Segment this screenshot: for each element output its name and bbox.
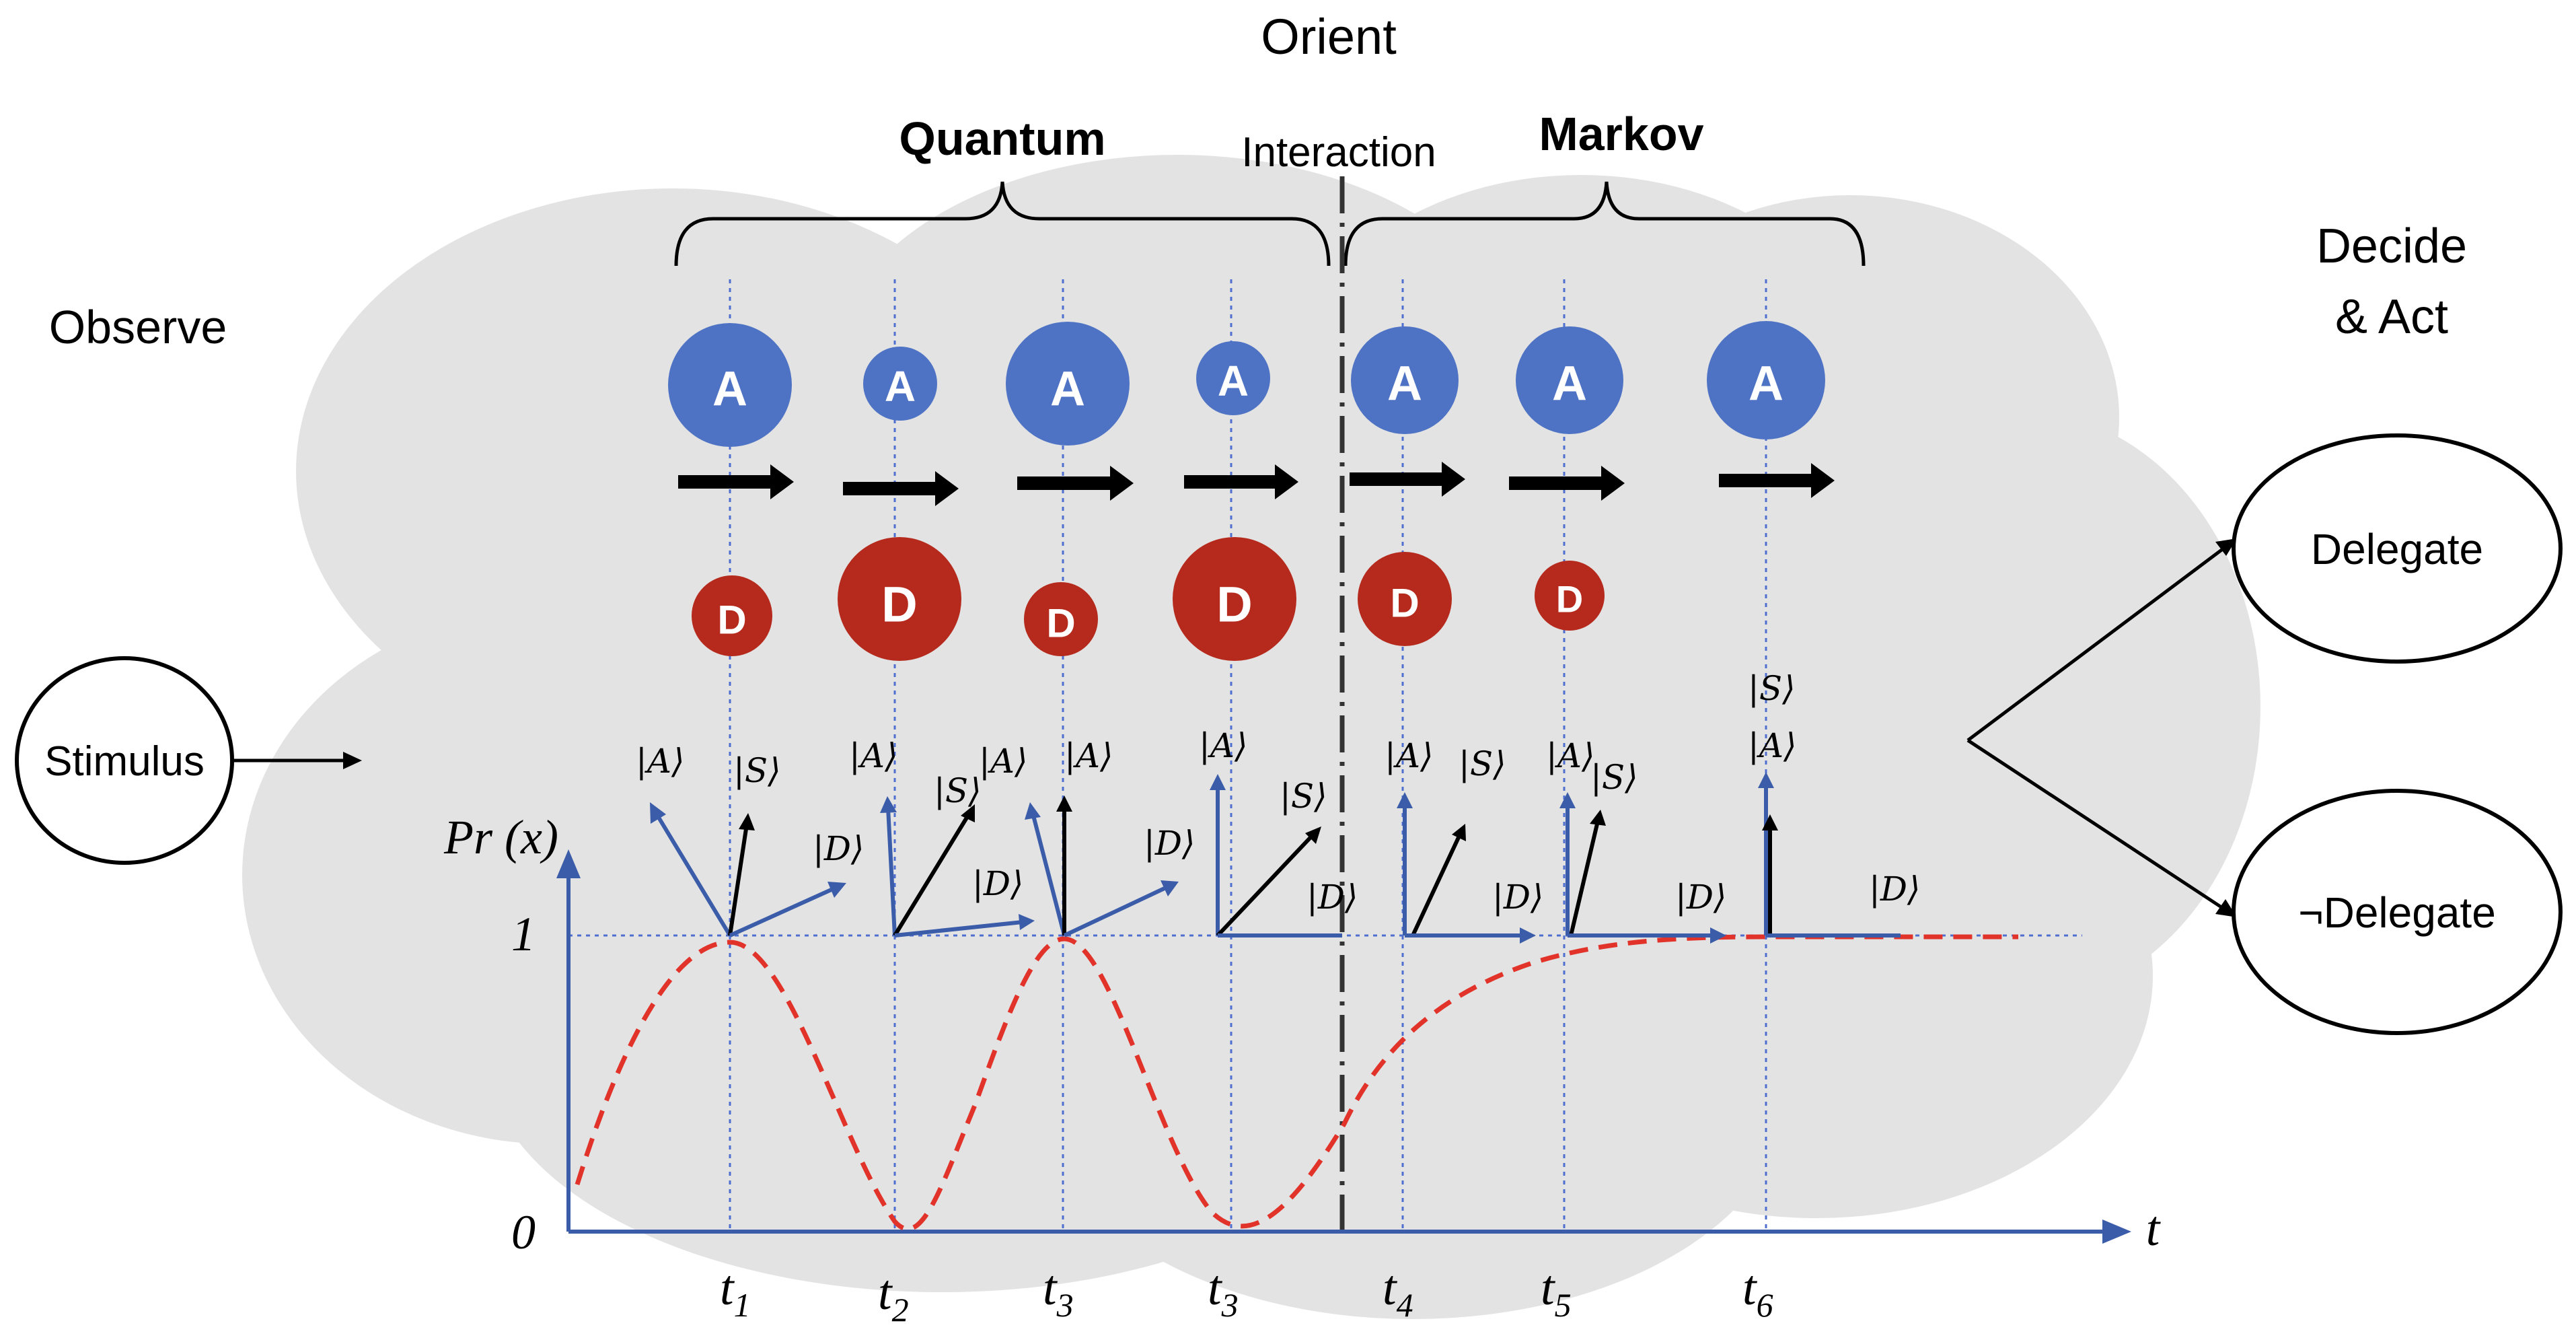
d-circle: D [1535,561,1605,631]
ket-d: |D⟩ [813,829,864,868]
a-circle: A [668,323,792,447]
vector-diagram-t3b: |A⟩ |S⟩ |D⟩ [1199,726,1358,938]
ket-s: |S⟩ [1748,669,1796,708]
interaction-label: Interaction [1241,129,1436,176]
a-circle: A [1196,341,1270,415]
time-label: t3 [1208,1261,1239,1324]
transition-arrow [1184,464,1298,499]
observe-heading: Observe [49,301,227,353]
d-circle: D [1173,537,1296,661]
vector-diagram-t5: |A⟩ |S⟩ |D⟩ [1546,736,1726,944]
decide-heading-line1: Decide [2316,219,2467,273]
ket-s: |S⟩ [733,751,781,790]
markov-label: Markov [1539,108,1703,160]
ket-a: |A⟩ [1748,726,1796,765]
orient-heading: Orient [1261,9,1397,65]
quantum-label: Quantum [899,112,1105,165]
y-tick-1: 1 [511,907,536,961]
svg-text:A: A [1749,357,1783,411]
vector-diagram-t6: |S⟩ |A⟩ |D⟩ [1748,669,1920,938]
a-circle: A [863,347,937,421]
ket-d: |D⟩ [1144,824,1195,863]
a-circle: A [1516,326,1623,434]
time-label: t1 [720,1261,751,1324]
time-label: t6 [1742,1261,1773,1324]
ket-d: |D⟩ [1307,878,1358,917]
y-tick-0: 0 [511,1205,536,1259]
time-label: t4 [1383,1261,1413,1324]
svg-text:A: A [1387,357,1422,411]
svg-text:D: D [1216,577,1252,633]
svg-text:D: D [1390,581,1419,626]
probability-curve [575,934,2018,1232]
ket-d: |D⟩ [1675,878,1726,917]
orient-cloud [242,155,2260,1319]
svg-text:A: A [712,362,747,416]
stimulus-label: Stimulus [44,738,205,785]
transition-arrow [1017,466,1134,501]
axes [556,849,2131,1244]
ket-a: |A⟩ [1199,726,1247,765]
svg-text:D: D [1046,601,1075,646]
stimulus-arrow [232,752,362,769]
transition-arrow [843,471,959,506]
ket-s: |S⟩ [934,771,982,810]
transition-arrow [1350,462,1465,497]
time-labels: t1 t2 t3 t3 t4 t5 t6 [720,1261,1773,1329]
transition-arrow [1719,463,1835,498]
transition-arrows [678,462,1835,506]
vector-diagram-t2: |A⟩ |S⟩ |D⟩ [849,736,1035,938]
ket-s: |S⟩ [1590,758,1638,797]
ket-d: |D⟩ [1869,870,1920,909]
vector-diagram-t1: |A⟩ |S⟩ |D⟩ [636,742,864,938]
ket-a: |A⟩ [636,742,684,781]
d-circle: D [1358,552,1452,646]
d-circle: D [692,575,772,656]
decision-arrows [1966,538,2237,917]
a-circle: A [1351,326,1459,434]
ket-a: |A⟩ [1546,736,1594,775]
ket-d: |D⟩ [972,864,1023,903]
d-circle: D [1024,582,1098,656]
ket-a-2: |A⟩ [1064,736,1113,775]
svg-text:D: D [1556,578,1583,621]
transition-arrow [678,464,794,499]
stimulus-node: Stimulus [15,656,234,865]
decide-heading-line2: & Act [2335,290,2448,344]
transition-arrow [1509,466,1625,501]
svg-text:D: D [717,598,746,643]
ket-a: |A⟩ [849,736,897,775]
vector-diagram-t3: |A⟩ |A⟩ |D⟩ [979,736,1195,938]
ket-s: |S⟩ [1459,744,1506,783]
not-delegate-label: ¬Delegate [2298,888,2496,937]
d-circles: D D D D D D [692,537,1605,661]
svg-text:A: A [1552,357,1587,411]
time-label: t2 [878,1265,909,1329]
ket-a: |A⟩ [1385,736,1433,775]
d-circle: D [838,537,961,661]
delegate-label: Delegate [2311,525,2483,573]
ket-a: |A⟩ [979,742,1027,781]
time-label: t5 [1541,1261,1572,1324]
svg-text:A: A [1218,357,1249,405]
x-axis-label: t [2146,1201,2162,1257]
vector-diagram-t4: |A⟩ |S⟩ |D⟩ [1385,736,1543,944]
y-axis-label: Pr (x) [443,810,558,864]
ket-s: |S⟩ [1280,777,1327,816]
a-circle: A [1006,322,1130,446]
ket-d: |D⟩ [1492,878,1543,917]
delegate-node: Delegate [2232,433,2563,664]
svg-text:A: A [1050,362,1085,416]
not-delegate-node: ¬Delegate [2232,789,2563,1035]
state-vector-diagrams: |A⟩ |S⟩ |D⟩ |A⟩ |S⟩ |D⟩ |A⟩ |A⟩ |D⟩ |A⟩ … [636,669,1920,944]
a-circles: A A A A A A A [668,321,1825,447]
svg-text:A: A [885,362,916,411]
markov-brace [1344,181,1866,267]
time-label: t3 [1043,1261,1074,1324]
svg-text:D: D [881,577,917,633]
quantum-brace [674,181,1331,267]
a-circle: A [1707,321,1825,439]
